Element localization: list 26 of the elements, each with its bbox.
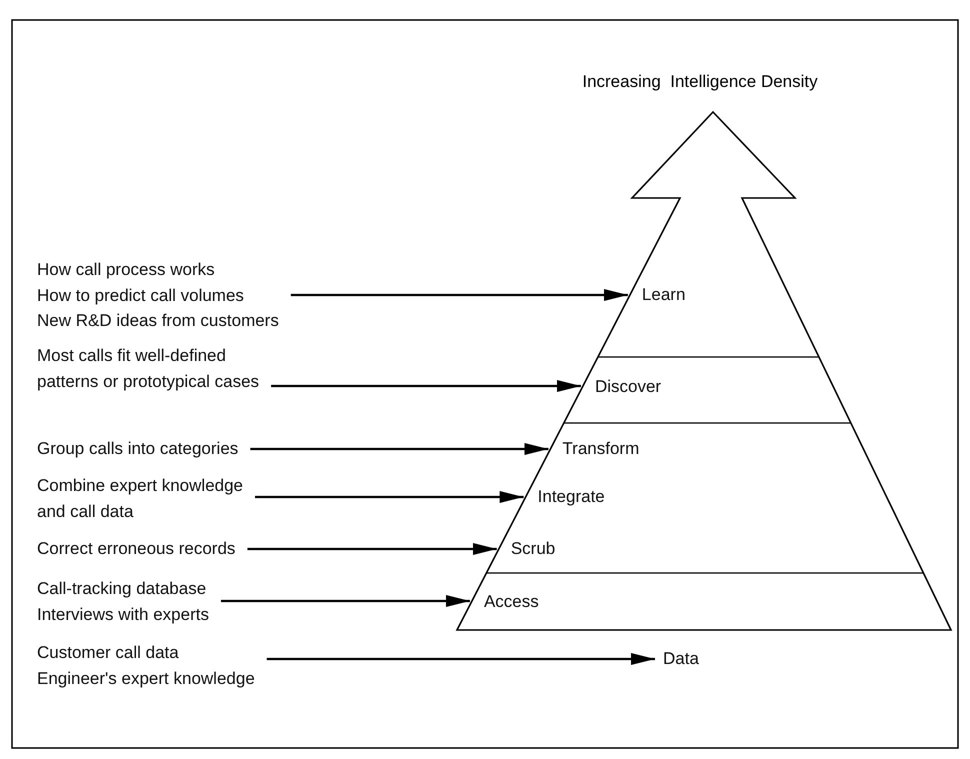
arrow	[266, 653, 655, 665]
level-label: Scrub	[510, 538, 556, 560]
level-label: Learn	[642, 284, 686, 306]
note-text: Correct erroneous records	[37, 538, 236, 560]
arrow	[250, 443, 548, 455]
note-text: How to predict call volumes	[37, 284, 245, 306]
arrow	[247, 543, 497, 555]
note-text: Engineer's expert knowledge	[37, 668, 256, 690]
arrow	[290, 289, 628, 301]
note-text: How call process works	[37, 259, 216, 281]
note-text: Customer call data	[37, 642, 180, 664]
arrow	[220, 595, 470, 607]
arrow	[271, 380, 581, 392]
level-label: Discover	[594, 376, 662, 398]
level-label: Transform	[562, 438, 640, 460]
diagram-title: Increasing Intelligence Density	[581, 72, 819, 92]
note-text: Call-tracking database	[37, 578, 208, 600]
note-text: Group calls into categories	[37, 438, 240, 460]
level-label: Access	[484, 591, 539, 613]
arrow	[255, 491, 524, 503]
level-label: Integrate	[538, 486, 605, 508]
note-text: Most calls fit well-defined patterns or prototypical cases	[37, 345, 260, 392]
note-text: New R&D ideas from customers	[37, 310, 280, 332]
note-text: Interviews with experts	[37, 604, 210, 626]
level-label: Data	[663, 648, 700, 670]
note-text: Combine expert knowledge and call data	[37, 475, 244, 522]
